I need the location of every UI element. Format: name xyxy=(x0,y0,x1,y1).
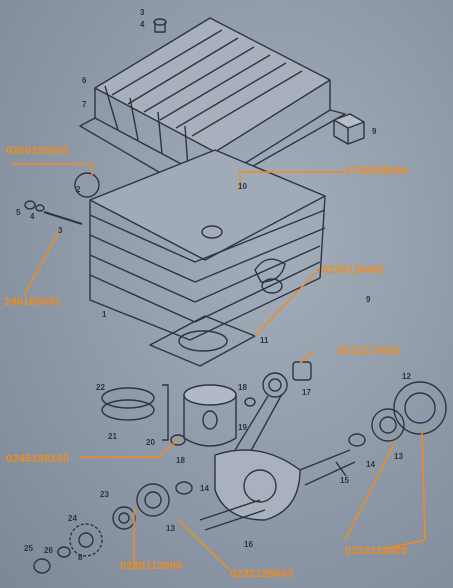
callout-8: 8 xyxy=(78,553,83,562)
part-number-0232172001: 0232172001 xyxy=(338,345,402,357)
callout-14b: 14 xyxy=(200,484,209,493)
callout-9b: 9 xyxy=(366,295,371,304)
callout-14: 14 xyxy=(366,460,375,469)
part-number-240165001: 240165001 xyxy=(4,296,61,308)
cylinder-block xyxy=(89,149,326,341)
piston xyxy=(170,384,256,447)
callout-6: 6 xyxy=(82,76,87,85)
part-number-0232126003: 0232126003 xyxy=(230,568,294,580)
part-number-1736058000: 1736058000 xyxy=(345,165,409,177)
callout-26: 26 xyxy=(44,546,53,555)
part-number-0250190000: 0250190000 xyxy=(6,145,70,157)
callout-15: 15 xyxy=(340,476,349,485)
callout-3: 3 xyxy=(140,8,145,17)
callout-2: 2 xyxy=(76,185,81,194)
callout-17: 17 xyxy=(302,388,311,397)
callout-18b: 18 xyxy=(176,456,185,465)
stud-and-nuts xyxy=(24,172,100,226)
callout-13b: 13 xyxy=(166,524,175,533)
callout-16: 16 xyxy=(244,540,253,549)
callout-5: 5 xyxy=(16,208,21,217)
callout-1: 1 xyxy=(102,310,107,319)
callout-3b: 3 xyxy=(58,226,63,235)
callout-25: 25 xyxy=(24,544,33,553)
callout-19: 19 xyxy=(238,423,247,432)
right-bearings xyxy=(335,381,447,477)
callout-4b: 4 xyxy=(30,212,35,221)
callout-24: 24 xyxy=(68,514,77,523)
callout-4: 4 xyxy=(140,20,145,29)
part-number-0232113000: 0232113000 xyxy=(345,545,408,557)
callout-23: 23 xyxy=(100,490,109,499)
callout-13: 13 xyxy=(394,452,403,461)
piston-rings xyxy=(101,384,169,441)
callout-18: 18 xyxy=(238,383,247,392)
base-gasket xyxy=(149,315,256,367)
callout-12: 12 xyxy=(402,372,411,381)
callout-11: 11 xyxy=(260,336,269,345)
callout-21: 21 xyxy=(108,432,117,441)
callout-22: 22 xyxy=(96,383,105,392)
part-number-0250126402: 0250126402 xyxy=(322,264,386,276)
callout-20: 20 xyxy=(146,438,155,447)
callout-9: 9 xyxy=(372,127,377,136)
crankshaft xyxy=(199,449,356,531)
part-number-0230113000: 0230113000 xyxy=(120,560,183,572)
callout-7: 7 xyxy=(82,100,87,109)
left-bearings xyxy=(33,481,193,574)
part-number-0245108100: 0245108100 xyxy=(6,453,70,465)
connecting-rod xyxy=(231,361,312,461)
leader-lines xyxy=(12,163,426,571)
callout-10: 10 xyxy=(238,182,247,191)
spark-plug-part xyxy=(333,113,365,145)
